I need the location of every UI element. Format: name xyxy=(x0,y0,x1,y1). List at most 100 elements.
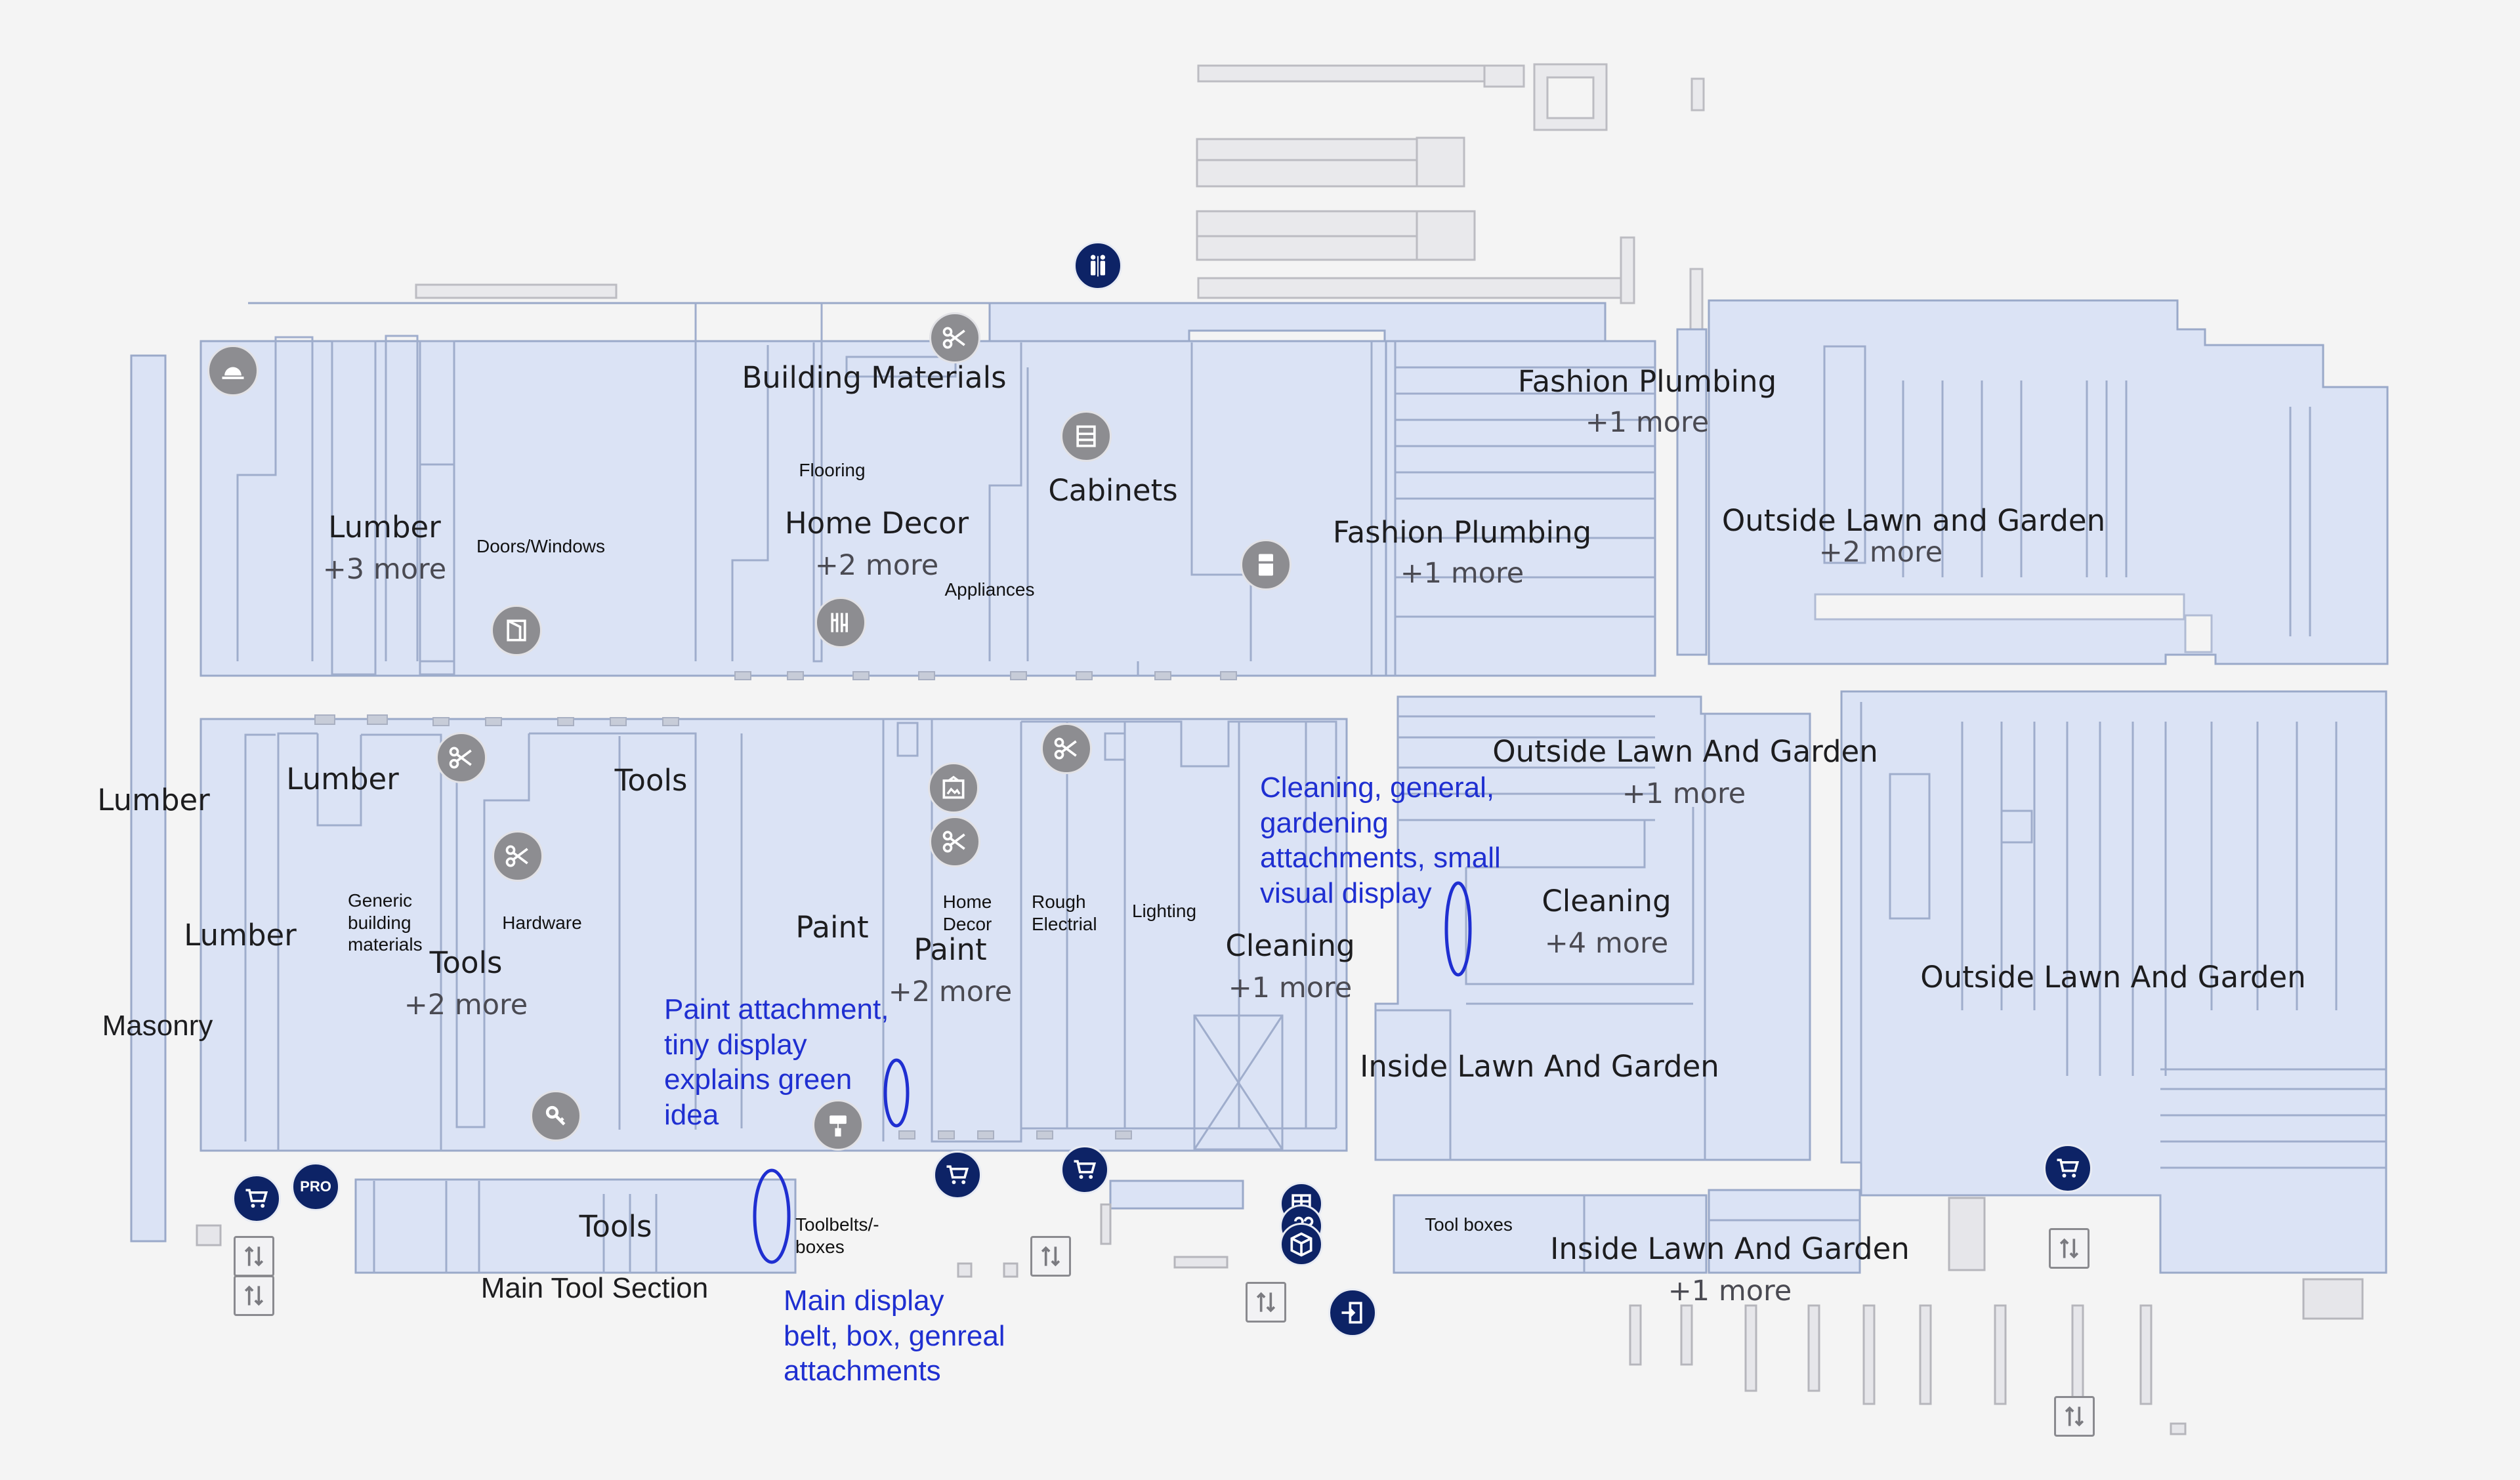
fixture-marks xyxy=(314,671,1237,1140)
dept-lumber-low[interactable]: Lumber xyxy=(184,918,297,953)
exit-icon[interactable] xyxy=(1328,1288,1377,1337)
annotation-main-tool-section: Main Tool Section xyxy=(480,1272,709,1304)
paint-note-line-4: idea xyxy=(664,1099,719,1132)
pro-label: PRO xyxy=(300,1178,331,1195)
paint-note-line-1: Paint attachment, xyxy=(664,993,889,1025)
dept-inside-lawn-garden-2-more[interactable]: +1 more xyxy=(1668,1275,1792,1307)
dept-lumber-mid[interactable]: Lumber xyxy=(286,762,399,796)
package-icon[interactable] xyxy=(1280,1223,1323,1266)
dept-paint-2-more[interactable]: +2 more xyxy=(888,976,1013,1008)
dept-home-decor[interactable]: Home Decor xyxy=(784,506,969,541)
rough-line-1: Rough xyxy=(1032,892,1086,912)
display-note-line-1: Main display xyxy=(784,1285,944,1317)
dept-home-decor-small[interactable]: Home Decor xyxy=(943,891,992,935)
dept-tools-low[interactable]: Tools xyxy=(429,945,503,980)
home-decor-line-1: Home xyxy=(942,892,992,912)
scissors-icon[interactable] xyxy=(436,732,487,783)
department-blocks xyxy=(130,299,2389,1274)
dept-cabinets[interactable]: Cabinets xyxy=(1048,473,1178,508)
outside-structures xyxy=(415,63,1705,331)
dept-tools-bottom[interactable]: Tools xyxy=(579,1209,652,1244)
dept-fashion-plumbing-1-more[interactable]: +1 more xyxy=(1585,406,1710,439)
dept-outside-lawn-garden-top-more[interactable]: +2 more xyxy=(1818,536,1943,569)
cleaning-note-line-2: gardening xyxy=(1260,806,1389,839)
dept-lighting[interactable]: Lighting xyxy=(1131,901,1197,921)
cart-icon[interactable] xyxy=(933,1151,982,1199)
dept-generic-building-materials[interactable]: Generic building materials xyxy=(348,890,423,956)
pro-desk-icon[interactable]: PRO xyxy=(291,1162,340,1211)
scissors-icon[interactable] xyxy=(492,831,543,882)
cleaning-note-line-4: visual display xyxy=(1260,877,1432,910)
annotation-cleaning-note: Cleaning, general, gardening attachments… xyxy=(1260,770,1501,911)
scissors-icon[interactable] xyxy=(929,312,980,363)
elevator-icon[interactable] xyxy=(234,1275,274,1316)
generic-line-1: Generic xyxy=(348,890,413,911)
dept-home-decor-more[interactable]: +2 more xyxy=(814,549,939,582)
dept-toolbelts-boxes[interactable]: Toolbelts/- boxes xyxy=(795,1214,879,1258)
dept-paint-1[interactable]: Paint xyxy=(795,910,869,945)
dept-inside-lawn-garden-1[interactable]: Inside Lawn And Garden xyxy=(1360,1049,1719,1084)
paint-note-line-2: tiny display xyxy=(664,1028,807,1061)
display-note-line-3: attachments xyxy=(784,1355,941,1388)
frame-icon[interactable] xyxy=(928,762,979,813)
dept-doors-windows[interactable]: Doors/Windows xyxy=(476,536,606,556)
dept-rough-electrical[interactable]: Rough Electrial xyxy=(1032,891,1097,935)
elevator-icon[interactable] xyxy=(2054,1396,2095,1437)
elevator-icon[interactable] xyxy=(2049,1228,2090,1269)
scissors-icon[interactable] xyxy=(929,816,980,867)
aisle-lines xyxy=(236,303,2386,1273)
dept-tools-low-more[interactable]: +2 more xyxy=(404,989,528,1021)
outdoor-fixtures xyxy=(196,1197,2364,1435)
display-note-line-2: belt, box, genreal xyxy=(784,1319,1005,1352)
paint-note-line-3: explains green xyxy=(664,1063,852,1096)
key-icon[interactable] xyxy=(530,1090,581,1141)
dept-fashion-plumbing-1[interactable]: Fashion Plumbing xyxy=(1517,364,1777,399)
cabinet-icon[interactable] xyxy=(1060,411,1112,462)
dept-inside-lawn-garden-2[interactable]: Inside Lawn And Garden xyxy=(1550,1231,1910,1266)
paint-roller-icon[interactable] xyxy=(812,1100,864,1151)
dept-cleaning-2[interactable]: Cleaning xyxy=(1542,884,1671,918)
dept-tools-mid[interactable]: Tools xyxy=(614,763,688,798)
flooring-icon[interactable] xyxy=(815,597,866,648)
door-window-icon[interactable] xyxy=(491,605,542,656)
dept-masonry[interactable]: Masonry xyxy=(102,1010,213,1042)
dept-lumber-left[interactable]: Lumber xyxy=(97,783,210,817)
cart-icon[interactable] xyxy=(1060,1145,1109,1194)
dept-outside-lawn-garden-mid[interactable]: Outside Lawn And Garden xyxy=(1492,734,1878,769)
toolbelts-line-2: boxes xyxy=(795,1236,845,1257)
restroom-icon[interactable] xyxy=(1074,241,1122,290)
refrigerator-icon[interactable] xyxy=(1240,539,1292,590)
dept-outside-lawn-garden-right[interactable]: Outside Lawn And Garden xyxy=(1920,960,2306,995)
dept-lumber-top[interactable]: Lumber xyxy=(328,510,441,545)
cart-icon[interactable] xyxy=(2044,1144,2092,1193)
dept-outside-lawn-garden-mid-more[interactable]: +1 more xyxy=(1622,777,1746,810)
annotation-main-display: Main display belt, box, genreal attachme… xyxy=(784,1283,1005,1389)
dept-fashion-plumbing-2[interactable]: Fashion Plumbing xyxy=(1332,515,1592,550)
dept-tool-boxes[interactable]: Tool boxes xyxy=(1425,1214,1513,1235)
dept-appliances[interactable]: Appliances xyxy=(944,579,1035,600)
dept-paint-2[interactable]: Paint xyxy=(914,932,987,967)
cleaning-note-line-3: attachments, small xyxy=(1260,842,1501,874)
dept-building-materials[interactable]: Building Materials xyxy=(742,360,1007,395)
scissors-icon[interactable] xyxy=(1041,723,1092,774)
dept-flooring[interactable]: Flooring xyxy=(799,460,866,480)
annotation-paint-attachment: Paint attachment, tiny display explains … xyxy=(664,992,889,1133)
elevator-icon[interactable] xyxy=(1030,1236,1071,1277)
home-decor-line-2: Decor xyxy=(942,913,992,934)
hardhat-icon[interactable] xyxy=(207,345,259,396)
dept-cleaning-1[interactable]: Cleaning xyxy=(1225,928,1355,963)
dept-outside-lawn-garden-top[interactable]: Outside Lawn and Garden xyxy=(1721,503,2106,538)
cart-icon[interactable] xyxy=(232,1174,281,1223)
generic-line-3: materials xyxy=(348,934,423,955)
dept-fashion-plumbing-2-more[interactable]: +1 more xyxy=(1400,557,1524,590)
generic-line-2: building xyxy=(348,912,411,933)
toolbelts-line-1: Toolbelts/- xyxy=(795,1214,879,1235)
dept-hardware[interactable]: Hardware xyxy=(502,913,582,933)
dept-lumber-top-more[interactable]: +3 more xyxy=(322,553,447,586)
dept-cleaning-1-more[interactable]: +1 more xyxy=(1228,972,1353,1004)
dept-cleaning-2-more[interactable]: +4 more xyxy=(1544,927,1669,960)
elevator-icon[interactable] xyxy=(1246,1282,1286,1323)
cleaning-note-line-1: Cleaning, general, xyxy=(1260,771,1495,804)
elevator-icon[interactable] xyxy=(234,1236,274,1277)
